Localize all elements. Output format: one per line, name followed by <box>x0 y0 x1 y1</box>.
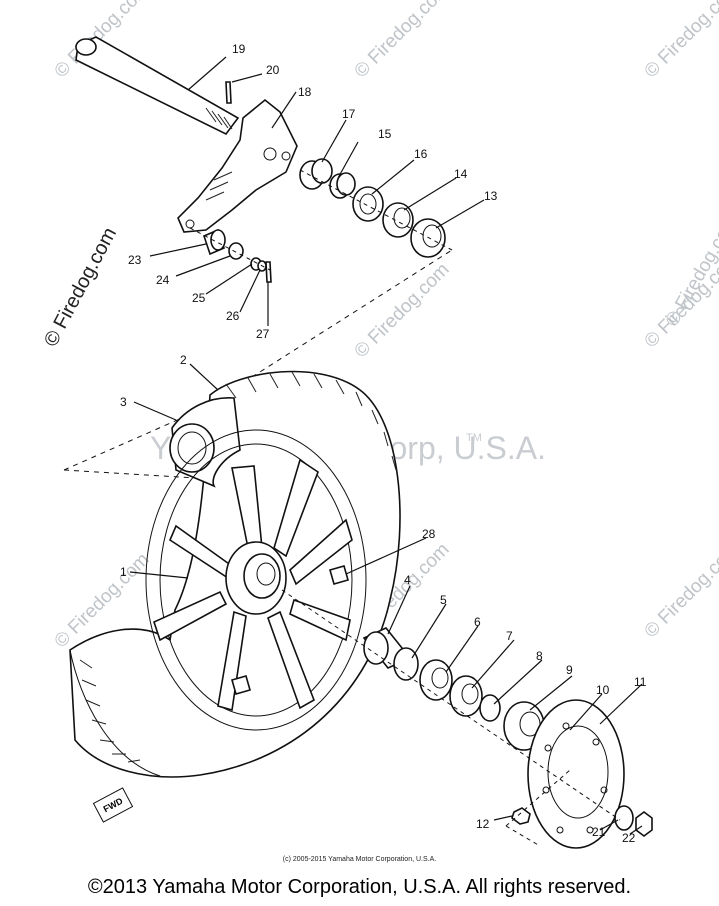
callout-10: 10 <box>596 683 610 697</box>
callout-22: 22 <box>622 831 636 845</box>
oil-seal-part <box>352 186 384 222</box>
bolt-part <box>511 807 531 825</box>
bearing-part <box>382 202 414 238</box>
callout-4: 4 <box>404 573 411 587</box>
watermark-trademark: TM <box>466 432 482 444</box>
callout-18: 18 <box>298 85 312 99</box>
callout-12: 12 <box>476 817 490 831</box>
callout-15: 15 <box>378 127 392 141</box>
washer-part <box>228 242 244 260</box>
footer-copyright: ©2013 Yamaha Motor Corporation, U.S.A. A… <box>87 876 632 898</box>
callout-28: 28 <box>422 527 436 541</box>
callout-8: 8 <box>536 649 543 663</box>
callout-21: 21 <box>592 825 606 839</box>
callout-3: 3 <box>120 395 127 409</box>
callout-13: 13 <box>484 189 498 203</box>
callout-16: 16 <box>414 147 428 161</box>
small-copyright: (c) 2005-2015 Yamaha Motor Corporation, … <box>282 856 437 863</box>
callout-6: 6 <box>474 615 481 629</box>
callout-24: 24 <box>156 273 170 287</box>
leader-lines <box>129 56 643 835</box>
tube-part <box>169 397 241 488</box>
callout-26: 26 <box>226 309 240 323</box>
bearing-part <box>419 659 453 701</box>
cotter-pin-part <box>225 81 232 104</box>
sprocket-part <box>527 699 625 849</box>
cast-wheel-part <box>145 429 367 731</box>
callout-20: 20 <box>266 63 280 77</box>
callout-19: 19 <box>232 42 246 56</box>
collar-part <box>329 172 356 199</box>
callout-17: 17 <box>342 107 356 121</box>
callout-27: 27 <box>256 327 270 341</box>
callout-2: 2 <box>180 353 187 367</box>
callout-5: 5 <box>440 593 447 607</box>
nut-part <box>635 811 653 837</box>
callout-14: 14 <box>454 167 468 181</box>
callout-9: 9 <box>566 663 573 677</box>
bearing-part <box>410 218 446 258</box>
callout-23: 23 <box>128 253 142 267</box>
callout-25: 25 <box>192 291 206 305</box>
pin-part <box>265 261 272 283</box>
spacer-part <box>299 158 333 190</box>
circlip-part <box>393 647 419 681</box>
callout-1: 1 <box>120 565 127 579</box>
callout-7: 7 <box>506 629 513 643</box>
lock-washer-part <box>614 805 634 831</box>
collar-part <box>203 228 226 256</box>
axle-part <box>75 36 240 136</box>
collar-part <box>479 694 501 722</box>
callout-11: 11 <box>634 675 647 689</box>
